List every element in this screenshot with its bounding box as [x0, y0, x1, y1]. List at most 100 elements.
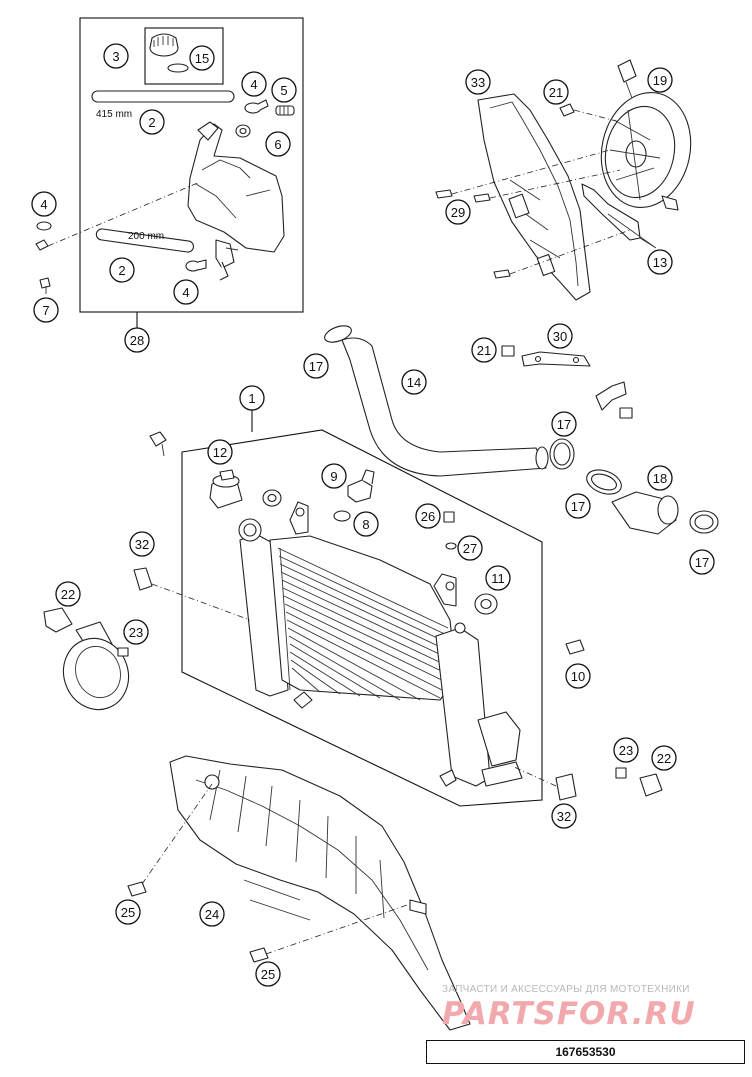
callout-10: 10 — [565, 663, 591, 689]
callout-4: 4 — [241, 71, 267, 97]
tank-cap — [149, 33, 179, 57]
watermark-tagline: ЗАПЧАСТИ И АКСЕССУАРЫ ДЛЯ МОТОТЕХНИКИ — [442, 984, 690, 995]
bracket-30 — [521, 351, 591, 367]
kit-frame-28 — [79, 17, 304, 328]
hose-elbow-18 — [611, 491, 679, 535]
leader-fan-3 — [509, 229, 631, 275]
callout-number: 23 — [129, 625, 143, 640]
callout-number: 33 — [471, 75, 485, 90]
drawing-number: 167653530 — [555, 1045, 616, 1059]
screw-radiator-top — [149, 431, 167, 457]
upper-hose — [324, 325, 549, 477]
callout-17: 17 — [551, 411, 577, 437]
callout-17: 17 — [303, 353, 329, 379]
screw-25-upper — [127, 881, 147, 897]
clip-32-right — [555, 773, 577, 801]
leader-32-right — [511, 765, 557, 787]
horn-bracket-left — [43, 607, 130, 711]
callout-number: 15 — [195, 51, 209, 66]
callout-29: 29 — [445, 199, 471, 225]
leader-13 — [607, 213, 657, 249]
callout-number: 17 — [571, 499, 585, 514]
hose-clamp-17c — [689, 510, 719, 534]
hose-clamp-17a — [549, 438, 575, 470]
callout-22: 22 — [651, 745, 677, 771]
screw-10 — [565, 639, 585, 655]
callout-number: 19 — [653, 73, 667, 88]
sensor-seal — [333, 510, 351, 522]
small-bracket — [595, 381, 633, 419]
clip-32-left — [133, 567, 153, 591]
callout-number: 12 — [213, 445, 227, 460]
callout-number: 26 — [421, 509, 435, 524]
screw-21 — [501, 345, 515, 357]
callout-number: 23 — [619, 743, 633, 758]
callout-32: 32 — [129, 531, 155, 557]
radiator-guard — [169, 755, 471, 1031]
leader-fan-2 — [489, 169, 621, 199]
callout-number: 21 — [549, 85, 563, 100]
callout-number: 4 — [182, 285, 189, 300]
callout-19: 19 — [647, 67, 673, 93]
callout-4: 4 — [173, 279, 199, 305]
callout-number: 17 — [309, 359, 323, 374]
callout-number: 14 — [407, 375, 421, 390]
callout-2: 2 — [139, 109, 165, 135]
callout-number: 22 — [657, 751, 671, 766]
radiator-fan — [600, 59, 692, 211]
callout-number: 3 — [112, 49, 119, 64]
callout-number: 24 — [205, 907, 219, 922]
screw-left — [35, 221, 52, 294]
callout-number: 22 — [61, 587, 75, 602]
leader-fan-4 — [573, 109, 621, 123]
bolt-26 — [443, 511, 455, 523]
callout-number: 30 — [553, 329, 567, 344]
fan-screws — [435, 103, 575, 279]
rubber-mount-right — [615, 767, 663, 797]
callout-22: 22 — [55, 581, 81, 607]
callout-number: 4 — [250, 77, 257, 92]
callout-32: 32 — [551, 803, 577, 829]
callout-layer: 1223444567891011121314151717171718192121… — [31, 43, 715, 987]
callout-25: 25 — [115, 899, 141, 925]
callout-number: 10 — [571, 669, 585, 684]
callout-number: 25 — [261, 967, 275, 982]
callout-number: 27 — [463, 541, 477, 556]
cap-seal — [167, 63, 189, 73]
callout-number: 32 — [557, 809, 571, 824]
callout-number: 32 — [135, 537, 149, 552]
callout-number: 6 — [274, 137, 281, 152]
callout-number: 1 — [248, 391, 255, 406]
callout-number: 29 — [451, 205, 465, 220]
callout-18: 18 — [647, 465, 673, 491]
bushing — [235, 124, 251, 138]
callout-number: 25 — [121, 905, 135, 920]
callout-number: 5 — [280, 83, 287, 98]
callout-28: 28 — [124, 327, 150, 353]
callout-11: 11 — [485, 565, 511, 591]
callout-number: 4 — [40, 197, 47, 212]
callout-14: 14 — [401, 369, 427, 395]
fan-shroud — [477, 93, 591, 301]
expansion-tank — [187, 121, 285, 281]
callout-1: 1 — [239, 385, 265, 411]
hose-clamp-17b — [586, 469, 622, 495]
callout-5: 5 — [271, 77, 297, 103]
grommet-11 — [474, 593, 498, 615]
hose-200: 200 mm — [95, 228, 195, 253]
callout-21: 21 — [543, 79, 569, 105]
leader-25-upper — [141, 783, 213, 885]
callout-15: 15 — [189, 45, 215, 71]
fitting — [275, 105, 295, 116]
watermark-logo: PARTSFOR.RU — [442, 996, 696, 1032]
hose-clamp-top — [244, 99, 269, 114]
callout-23: 23 — [613, 737, 639, 763]
callout-number: 13 — [653, 255, 667, 270]
callout-17: 17 — [689, 549, 715, 575]
callout-number: 17 — [695, 555, 709, 570]
callout-3: 3 — [103, 43, 129, 69]
callout-number: 8 — [362, 517, 369, 532]
hose-clamp-bottom — [185, 259, 207, 272]
callout-25: 25 — [255, 961, 281, 987]
